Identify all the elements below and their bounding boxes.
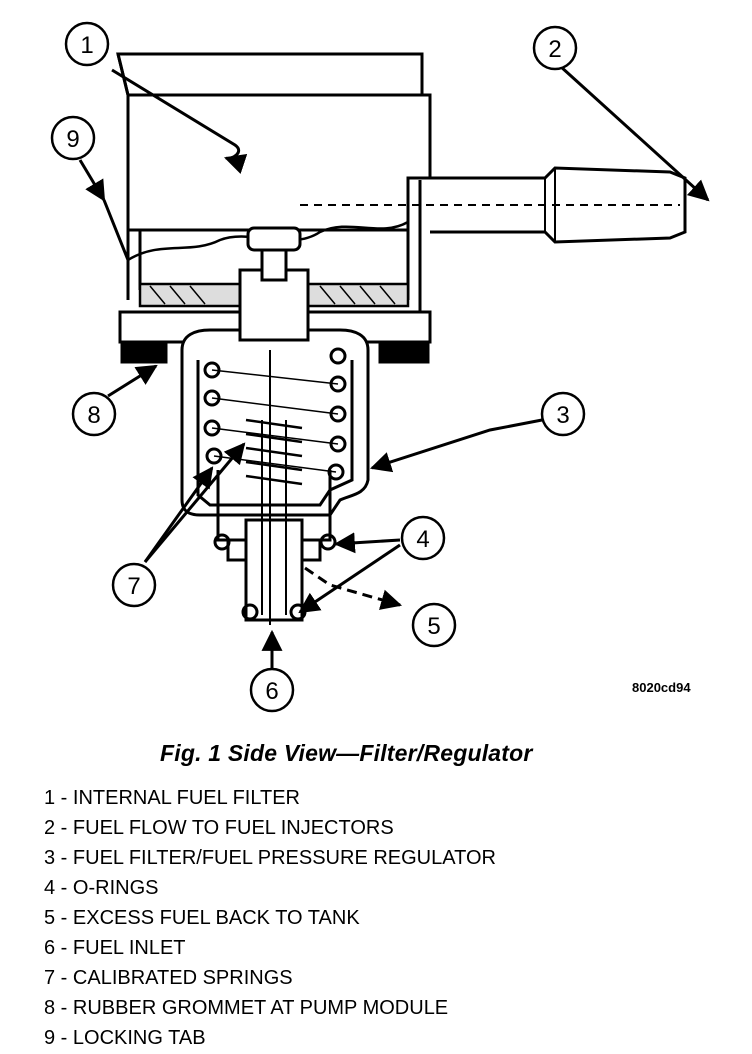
- leader-lines: [78, 64, 710, 672]
- calibrated-springs: [203, 347, 347, 625]
- legend-label: RUBBER GROMMET AT PUMP MODULE: [72, 997, 449, 1019]
- legend-number: 3: [44, 847, 56, 869]
- svg-text:9: 9: [66, 126, 79, 153]
- locking-tab: [102, 199, 130, 300]
- callout-5: 5: [411, 602, 457, 648]
- outlet-tube: [300, 166, 687, 244]
- legend-label: LOCKING TAB: [72, 1027, 206, 1049]
- legend-number: 1: [44, 787, 56, 809]
- legend-label: O-RINGS: [72, 877, 159, 899]
- callout-4: 4: [400, 515, 446, 561]
- regulator-body: [180, 226, 370, 622]
- legend-label: FUEL FILTER/FUEL PRESSURE REGULATOR: [72, 847, 496, 869]
- svg-text:7: 7: [127, 573, 140, 600]
- callout-9: 9: [50, 115, 96, 161]
- legend-item: 4 - O-RINGS: [44, 877, 159, 899]
- legend-label: FUEL FLOW TO FUEL INJECTORS: [72, 817, 394, 839]
- legend-item: 2 - FUEL FLOW TO FUEL INJECTORS: [44, 817, 394, 839]
- callout-1: 1: [64, 21, 110, 67]
- legend-item: 3 - FUEL FILTER/FUEL PRESSURE REGULATOR: [44, 847, 496, 869]
- legend-label: FUEL INLET: [72, 937, 186, 959]
- legend-number: 2: [44, 817, 56, 839]
- legend-number: 5: [44, 907, 56, 929]
- legend-number: 9: [44, 1027, 56, 1049]
- callout-8: 8: [71, 391, 117, 437]
- filter-regulator-diagram: 1 2 3 4 5 6 7 8 9: [50, 21, 710, 713]
- legend-number: 7: [44, 967, 56, 989]
- legend-number: 4: [44, 877, 56, 899]
- svg-text:5: 5: [427, 613, 440, 640]
- legend-item: 9 - LOCKING TAB: [44, 1027, 206, 1049]
- svg-text:8: 8: [87, 402, 100, 429]
- callout-7: 7: [111, 562, 157, 608]
- legend-list: 1 - INTERNAL FUEL FILTER 2 - FUEL FLOW T…: [44, 783, 496, 1053]
- callout-6: 6: [249, 667, 295, 713]
- callout-2: 2: [532, 25, 578, 71]
- legend-item: 7 - CALIBRATED SPRINGS: [44, 967, 293, 989]
- svg-text:6: 6: [265, 678, 278, 705]
- svg-text:1: 1: [80, 32, 93, 59]
- legend-item: 1 - INTERNAL FUEL FILTER: [44, 787, 300, 809]
- svg-text:4: 4: [416, 526, 429, 553]
- legend-number: 6: [44, 937, 56, 959]
- figure-reference-code: 8020cd94: [632, 680, 691, 695]
- svg-text:3: 3: [556, 402, 569, 429]
- legend-label: CALIBRATED SPRINGS: [72, 967, 293, 989]
- legend-label: INTERNAL FUEL FILTER: [72, 787, 300, 809]
- legend-label: EXCESS FUEL BACK TO TANK: [72, 907, 360, 929]
- legend-item: 6 - FUEL INLET: [44, 937, 186, 959]
- legend-number: 8: [44, 997, 56, 1019]
- svg-text:2: 2: [548, 36, 561, 63]
- callout-3: 3: [540, 391, 586, 437]
- figure-caption: Fig. 1 Side View—Filter/Regulator: [160, 740, 533, 766]
- legend-item: 5 - EXCESS FUEL BACK TO TANK: [44, 907, 360, 929]
- legend-item: 8 - RUBBER GROMMET AT PUMP MODULE: [44, 997, 449, 1019]
